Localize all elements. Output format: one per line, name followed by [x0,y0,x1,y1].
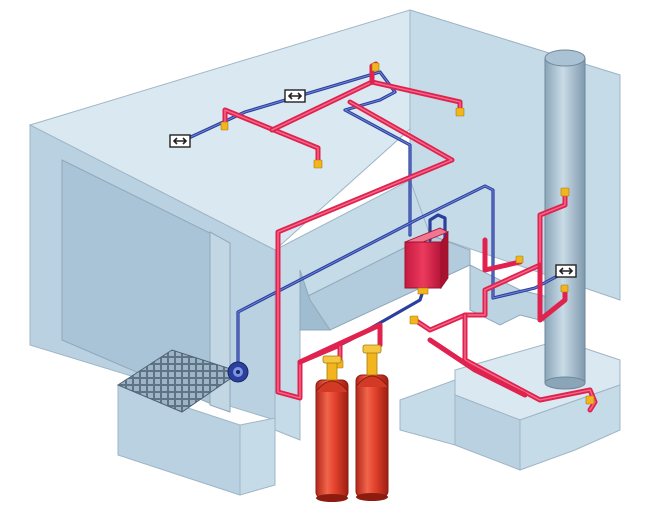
hood-front [299,269,331,331]
control-panel-icon [404,227,449,295]
nozzle-icon [455,107,465,117]
detector-icon [169,134,191,148]
chimney [544,49,586,390]
room-structure [28,9,621,496]
detectors [169,89,577,278]
nozzle-icon [560,187,570,197]
cylinders [315,344,389,502]
nozzle-icon [220,121,229,131]
detector-icon [284,89,306,103]
detector-icon [555,264,577,278]
nozzles [220,62,595,405]
detection-lines [178,70,567,374]
nozzle-icon [371,62,380,72]
nozzle-icon [409,315,419,325]
gas-cylinder-icon [355,344,389,501]
nozzle-icon [560,284,569,293]
nozzle-icon [585,395,595,405]
nozzle-icon [313,159,323,169]
alarm-sounder-icon [227,361,249,383]
base-block-side [239,417,276,496]
ground-slab [399,379,456,446]
nozzle-icon [515,255,524,264]
gas-cylinder-icon [315,355,349,502]
